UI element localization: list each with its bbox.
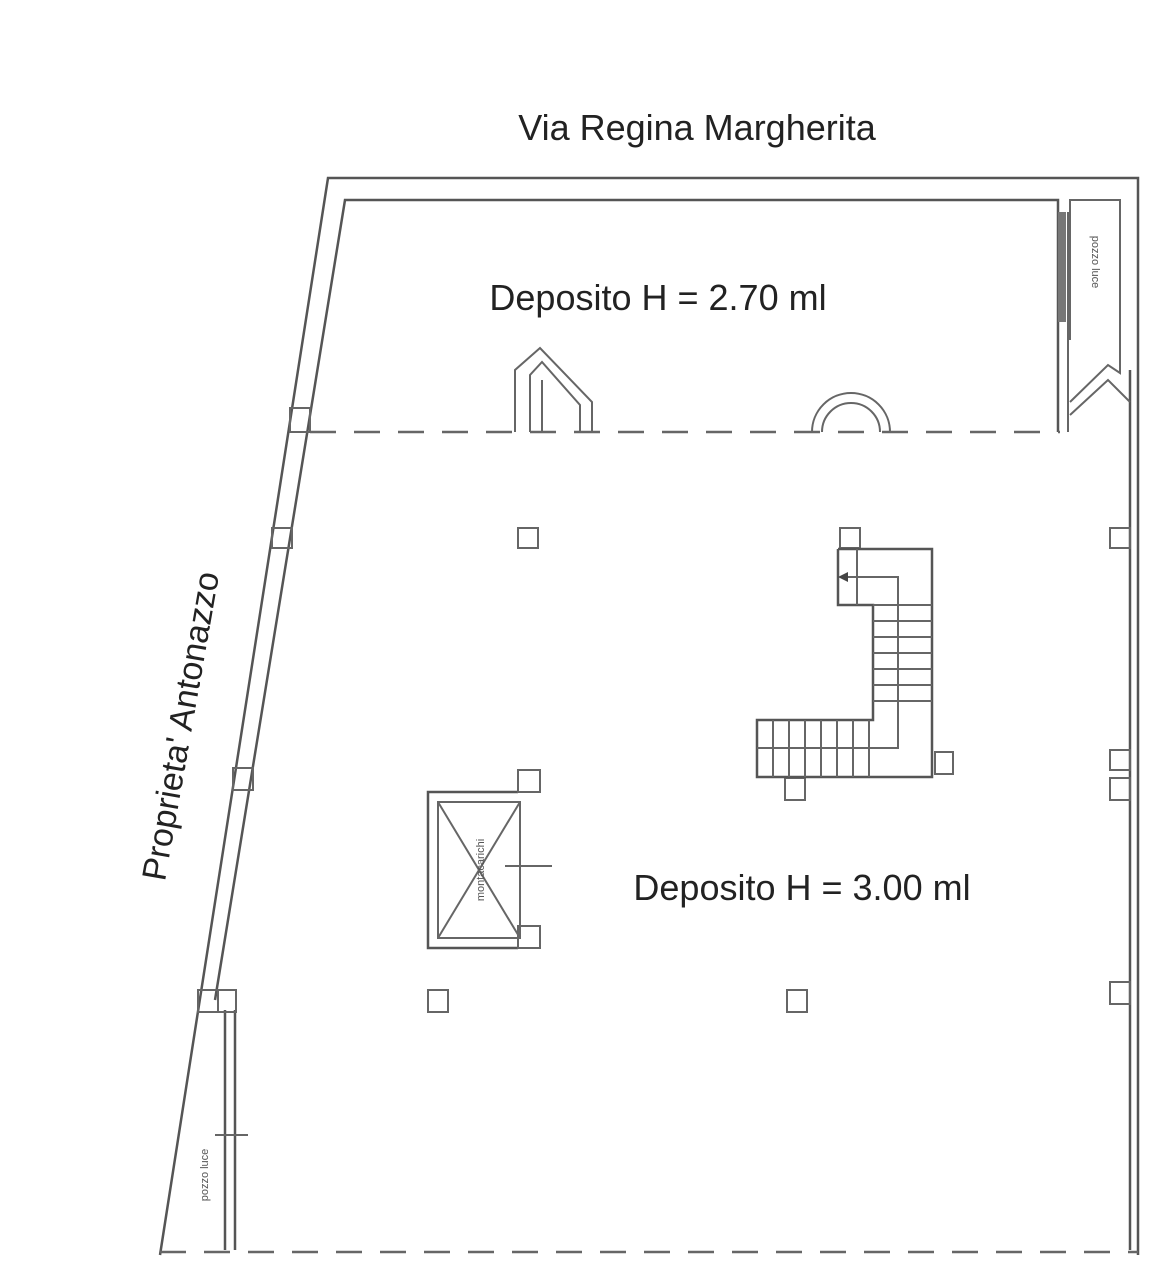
lightwell-right: pozzo luce <box>1069 199 1131 416</box>
room-lower-label: Deposito H = 3.00 ml <box>633 867 970 908</box>
room-upper-label: Deposito H = 2.70 ml <box>489 277 826 318</box>
lightwell-left-label: pozzo luce <box>199 1149 211 1202</box>
outer-walls <box>158 176 1140 1256</box>
street-label: Via Regina Margherita <box>518 107 877 148</box>
semicircle-element <box>811 392 891 433</box>
arch-element <box>514 346 593 432</box>
pillars <box>197 407 1131 1013</box>
staircase <box>755 547 934 779</box>
lightwell-left: pozzo luce <box>199 1134 248 1202</box>
lift-label: montacarichi <box>475 839 487 901</box>
freight-lift: montacarichi <box>426 769 552 950</box>
neighbor-label: Proprieta' Antonazzo <box>135 569 227 884</box>
lightwell-right-label: pozzo luce <box>1089 236 1101 289</box>
